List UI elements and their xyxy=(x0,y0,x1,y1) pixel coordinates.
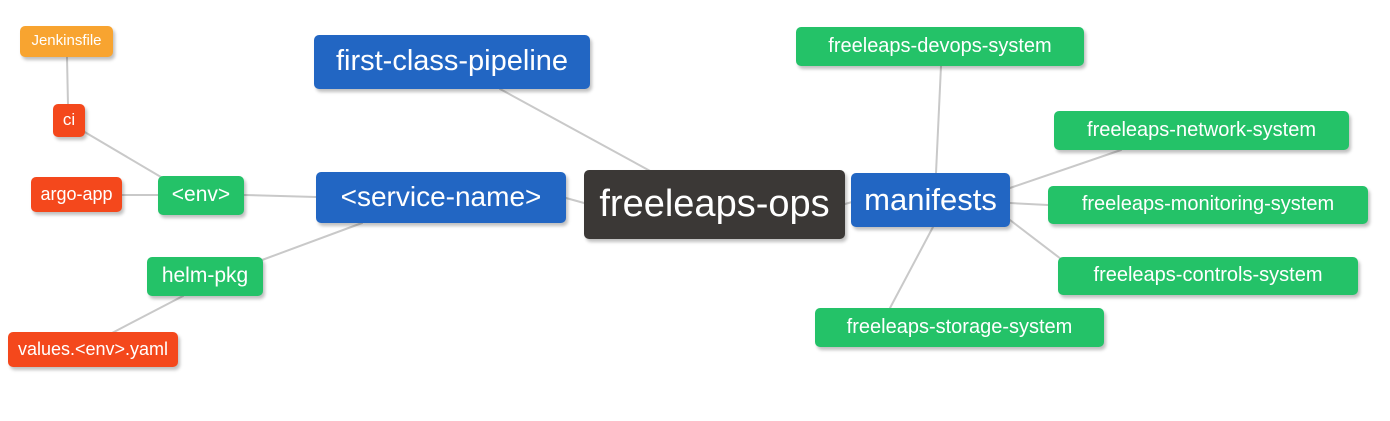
edge-service-name--helm-pkg xyxy=(261,222,363,261)
node-env[interactable]: <env> xyxy=(158,176,244,215)
edge-service-name--freeleaps-ops xyxy=(565,197,585,204)
node-manifests[interactable]: manifests xyxy=(851,173,1010,227)
edge-manifests--freeleaps-devops-system xyxy=(935,65,942,174)
node-freeleaps-ops[interactable]: freeleaps-ops xyxy=(584,170,845,239)
node-argo-app[interactable]: argo-app xyxy=(31,177,122,212)
edge-ci--env xyxy=(82,130,167,181)
node-freeleaps-monitoring-system[interactable]: freeleaps-monitoring-system xyxy=(1048,186,1368,224)
edge-manifests--freeleaps-storage-system xyxy=(889,226,934,309)
node-freeleaps-network-system[interactable]: freeleaps-network-system xyxy=(1054,111,1349,150)
edge-freeleaps-ops--manifests xyxy=(844,201,853,205)
node-freeleaps-devops-system[interactable]: freeleaps-devops-system xyxy=(796,27,1084,66)
edge-manifests--freeleaps-network-system xyxy=(1009,149,1122,189)
node-values-env-yaml[interactable]: values.<env>.yaml xyxy=(8,332,178,367)
edge-first-class-pipeline--freeleaps-ops xyxy=(499,88,653,173)
edge-manifests--freeleaps-controls-system xyxy=(1009,219,1062,260)
edge-env--service-name xyxy=(243,194,317,198)
node-first-class-pipeline[interactable]: first-class-pipeline xyxy=(314,35,590,89)
node-service-name[interactable]: <service-name> xyxy=(316,172,566,223)
edge-helm-pkg--values-env-yaml xyxy=(111,295,184,334)
edge-jenkinsfile--ci xyxy=(66,56,69,106)
node-freeleaps-storage-system[interactable]: freeleaps-storage-system xyxy=(815,308,1104,347)
edge-manifests--freeleaps-monitoring-system xyxy=(1009,202,1049,206)
node-helm-pkg[interactable]: helm-pkg xyxy=(147,257,263,296)
node-jenkinsfile[interactable]: Jenkinsfile xyxy=(20,26,113,57)
node-freeleaps-controls-system[interactable]: freeleaps-controls-system xyxy=(1058,257,1358,295)
node-ci[interactable]: ci xyxy=(53,104,85,137)
